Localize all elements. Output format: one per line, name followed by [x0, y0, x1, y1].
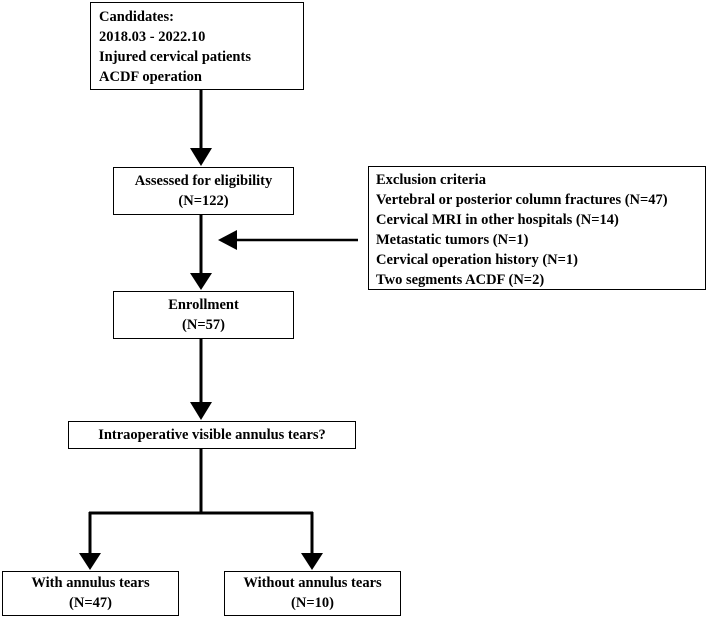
eligibility-count: (N=122) [178, 193, 229, 209]
candidates-operation: ACDF operation [99, 69, 202, 85]
exclusion-item: Cervical operation history (N=1) [376, 252, 578, 268]
arrow-to-with-tears [79, 553, 101, 570]
with-annulus-tears-box: With annulus tears (N=47) [2, 571, 179, 616]
exclusion-item: Cervical MRI in other hospitals (N=14) [376, 212, 619, 228]
candidates-date-range: 2018.03 - 2022.10 [99, 29, 206, 45]
candidates-box: Candidates: 2018.03 - 2022.10 Injured ce… [90, 2, 304, 90]
arrow-to-without-tears [301, 553, 323, 570]
candidates-title: Candidates: [99, 9, 174, 25]
exclusion-title: Exclusion criteria [376, 172, 486, 188]
annulus-tears-question-box: Intraoperative visible annulus tears? [68, 421, 356, 449]
question-text: Intraoperative visible annulus tears? [98, 427, 326, 443]
exclusion-criteria-box: Exclusion criteria Vertebral or posterio… [368, 166, 706, 290]
exclusion-item: Two segments ACDF (N=2) [376, 272, 545, 288]
enrollment-label: Enrollment [168, 297, 239, 313]
without-tears-count: (N=10) [291, 595, 334, 611]
arrow-eligibility-to-enrollment [190, 215, 212, 290]
arrow-candidates-to-eligibility [190, 90, 212, 166]
arrow-exclusion-to-stream [218, 230, 358, 250]
exclusion-item: Metastatic tumors (N=1) [376, 232, 529, 248]
branch-connector [88, 449, 314, 555]
without-annulus-tears-box: Without annulus tears (N=10) [224, 571, 401, 616]
eligibility-label: Assessed for eligibility [134, 173, 273, 189]
enrollment-box: Enrollment (N=57) [113, 291, 294, 339]
exclusion-item: Vertebral or posterior column fractures … [376, 192, 668, 208]
arrow-enrollment-to-question [190, 339, 212, 420]
candidates-population: Injured cervical patients [99, 49, 251, 65]
enrollment-count: (N=57) [182, 317, 225, 333]
with-tears-count: (N=47) [69, 595, 112, 611]
eligibility-box: Assessed for eligibility (N=122) [113, 167, 294, 215]
without-tears-label: Without annulus tears [243, 575, 382, 591]
with-tears-label: With annulus tears [31, 575, 150, 591]
